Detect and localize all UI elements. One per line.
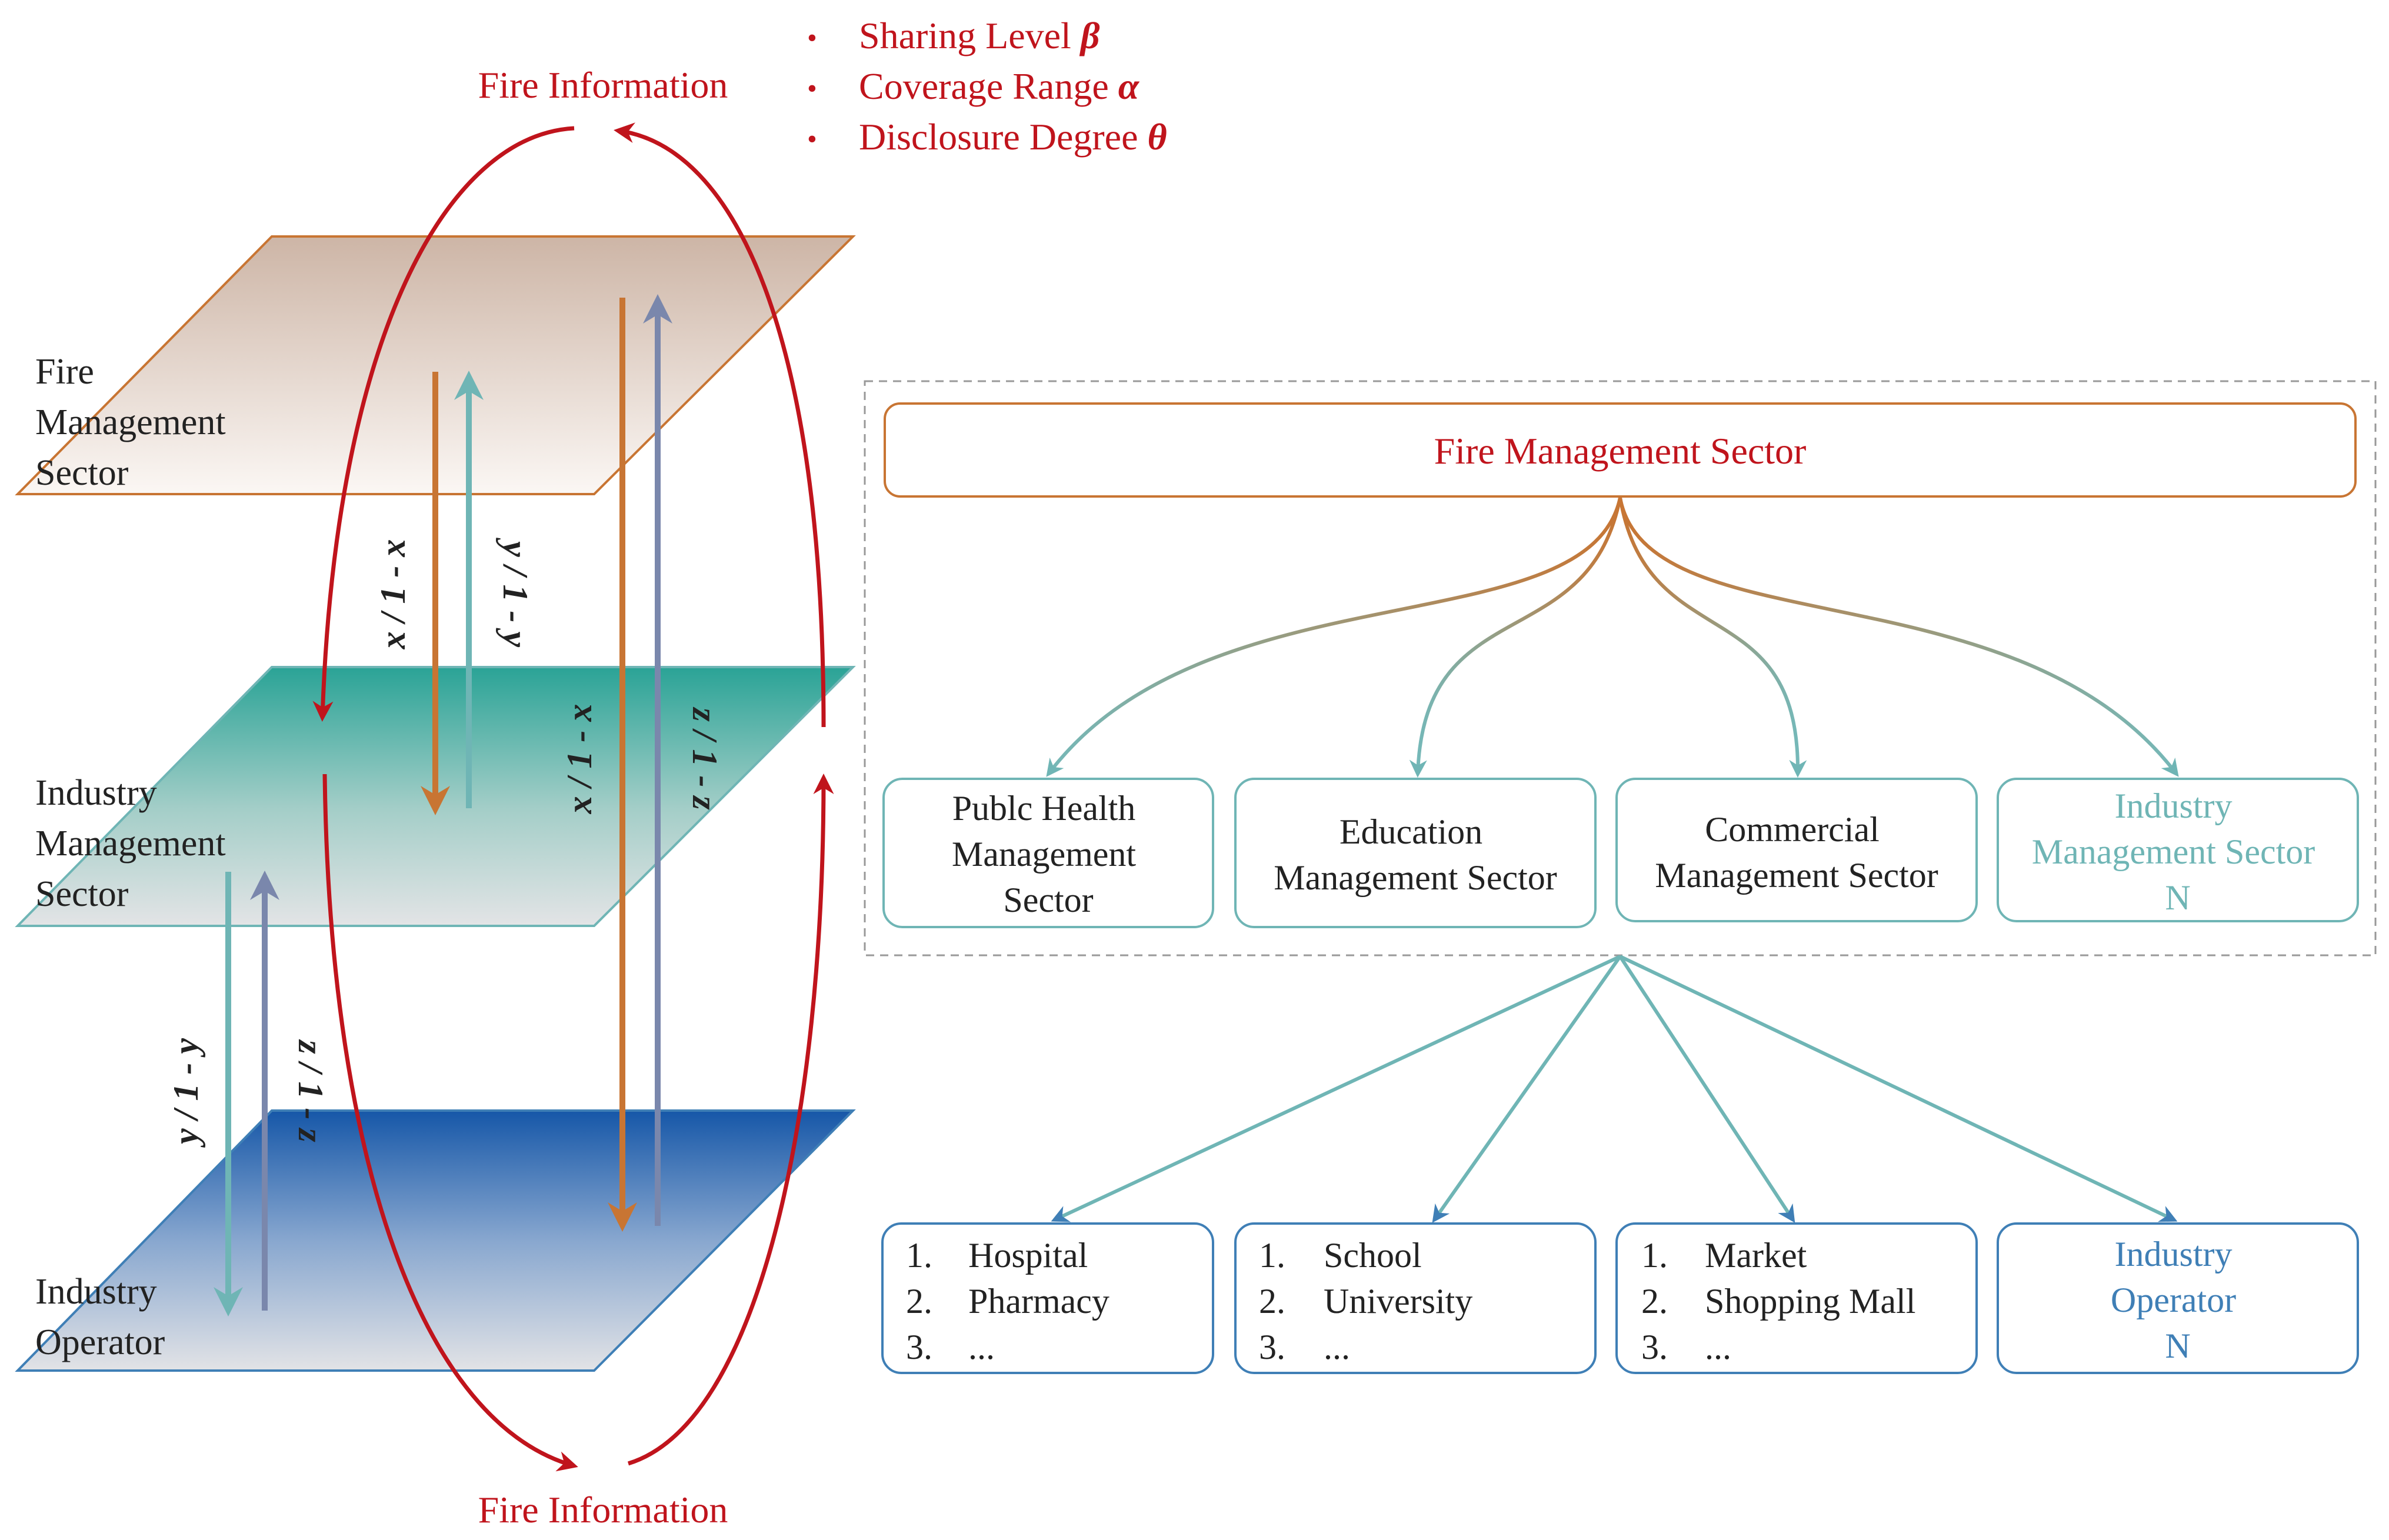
fire-information-loop-right-lower bbox=[627, 774, 834, 1466]
sector-label-commercial: Commercial Management Sector bbox=[1655, 810, 1938, 895]
parameter-list: • Sharing Level β • Coverage Range α • D… bbox=[807, 15, 1167, 158]
root-node-box bbox=[884, 402, 2357, 498]
operator-to-ims-label: z / 1 - z bbox=[291, 1039, 330, 1142]
operator-to-fms-label: z / 1 - z bbox=[685, 706, 724, 810]
list-number: 3. bbox=[906, 1328, 932, 1366]
sector-box-industry-n bbox=[1997, 778, 2359, 922]
list-number: 2. bbox=[1641, 1282, 1668, 1321]
parameter-sharing-level: Sharing Level β bbox=[859, 15, 1100, 56]
sector-label-education: Education Management Sector bbox=[1274, 812, 1557, 897]
fire-information-top-label: Fire Information bbox=[478, 64, 728, 106]
parameter-coverage-range: Coverage Range α bbox=[859, 65, 1140, 107]
operator-box-industry-n bbox=[1997, 1222, 2359, 1374]
sector-box-commercial bbox=[1615, 778, 1978, 922]
sector-label-industry-n: Industry Management Sector N bbox=[2032, 786, 2324, 917]
fire-information-loop-left-upper bbox=[312, 126, 575, 722]
list-number: 3. bbox=[1641, 1328, 1668, 1366]
connector-root-to-commercial bbox=[1618, 497, 1807, 778]
sector-box-education bbox=[1234, 778, 1597, 928]
list-item: ... bbox=[1324, 1328, 1350, 1366]
ims-to-fms-label: y / 1 - y bbox=[496, 538, 535, 647]
ims-to-operator-label: y / 1 - y bbox=[166, 1038, 205, 1148]
list-number: 2. bbox=[1259, 1282, 1285, 1321]
list-number: 2. bbox=[906, 1282, 932, 1321]
fire-information-bottom-label: Fire Information bbox=[478, 1489, 728, 1531]
connector-root-to-education bbox=[1409, 497, 1622, 778]
operator-box-commercial bbox=[1615, 1222, 1978, 1374]
sector-box-public-health bbox=[882, 778, 1214, 928]
operator-box-health bbox=[881, 1222, 1214, 1374]
list-item: Hospital bbox=[968, 1236, 1088, 1275]
list-item: ... bbox=[1705, 1328, 1731, 1366]
bullet: • bbox=[807, 22, 817, 54]
list-item: Pharmacy bbox=[968, 1282, 1109, 1321]
connector-group-to-education-operators bbox=[1432, 955, 1622, 1223]
management-group-border bbox=[864, 380, 2377, 956]
fms-to-ims-label: x / 1 - x bbox=[374, 539, 412, 650]
list-number: 1. bbox=[1259, 1236, 1285, 1275]
connector-root-to-public-health bbox=[1046, 497, 1622, 777]
connector-group-to-industry-operator-n bbox=[1619, 955, 2178, 1222]
sector-label-public-health: Publc Health Management Sector bbox=[952, 789, 1145, 919]
connector-group-to-commercial-operators bbox=[1618, 955, 1795, 1224]
list-item: Market bbox=[1705, 1236, 1807, 1275]
list-item: University bbox=[1324, 1282, 1472, 1321]
list-item: Shopping Mall bbox=[1705, 1282, 1915, 1321]
connector-root-to-industry-n bbox=[1618, 497, 2179, 777]
industry-management-layer-label: Industry Management Sector bbox=[35, 773, 235, 914]
fire-information-loop-left-lower bbox=[322, 774, 578, 1472]
operator-label-industry-n: Industry Operator N bbox=[2111, 1235, 2245, 1365]
fire-information-loop-right-upper bbox=[614, 122, 826, 728]
fms-to-operator-label: x / 1 - x bbox=[560, 704, 599, 815]
connector-group-to-health-operators bbox=[1051, 955, 1621, 1222]
list-item: ... bbox=[968, 1328, 995, 1366]
fire-management-layer-label: Fire Management Sector bbox=[35, 352, 235, 493]
operator-box-education bbox=[1234, 1222, 1597, 1374]
list-number: 3. bbox=[1259, 1328, 1285, 1366]
operator-list-health: 1. Hospital 2. Pharmacy 3. ... bbox=[906, 1236, 1109, 1366]
industry-operator-layer-label: Industry Operator bbox=[35, 1272, 166, 1362]
bullet: • bbox=[807, 124, 817, 155]
list-number: 1. bbox=[1641, 1236, 1668, 1275]
root-node-label: Fire Management Sector bbox=[1434, 430, 1807, 472]
parameter-disclosure-degree: Disclosure Degree θ bbox=[859, 116, 1167, 158]
list-number: 1. bbox=[906, 1236, 932, 1275]
bullet: • bbox=[807, 73, 817, 104]
operator-list-education: 1. School 2. University 3. ... bbox=[1259, 1236, 1472, 1366]
operator-list-commercial: 1. Market 2. Shopping Mall 3. ... bbox=[1641, 1236, 1915, 1366]
list-item: School bbox=[1324, 1236, 1422, 1275]
